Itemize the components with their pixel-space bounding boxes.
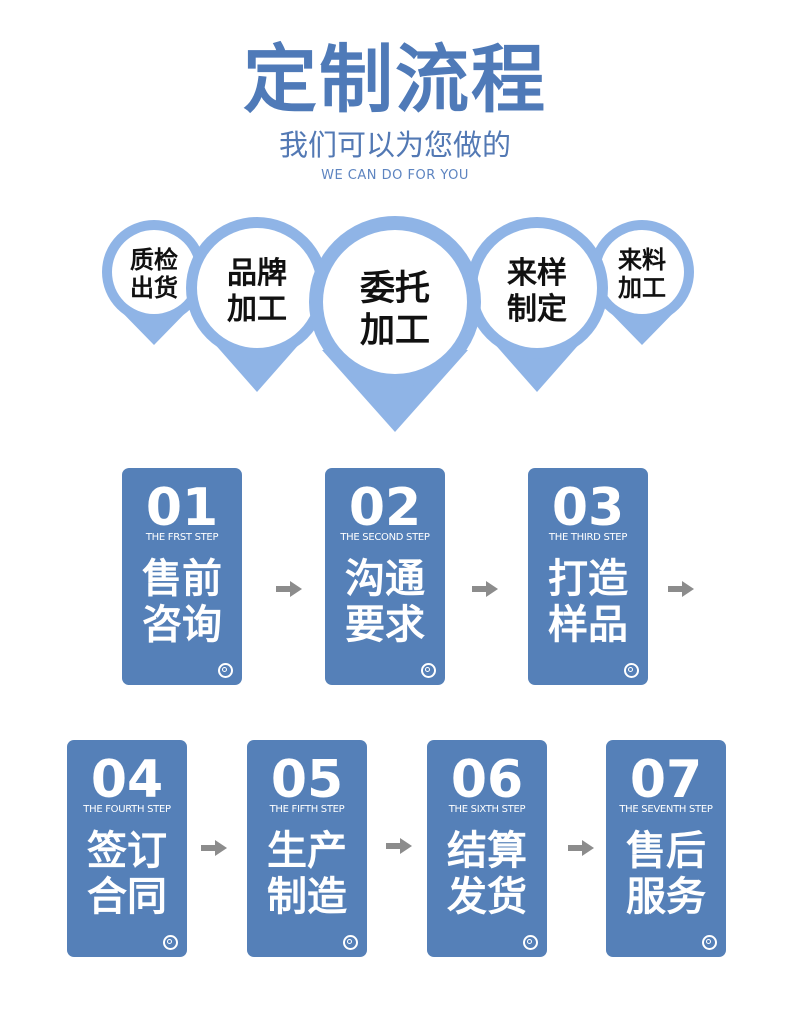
step-english-label: THE SIXTH STEP xyxy=(448,804,526,815)
ring-icon xyxy=(343,935,358,950)
arrow-right-icon xyxy=(472,581,498,597)
arrow-right-icon xyxy=(201,840,227,856)
step-english-label: THE FRST STEP xyxy=(145,532,219,543)
ring-icon xyxy=(523,935,538,950)
step-number: 05 xyxy=(270,750,344,810)
step-title: 打造 样品 xyxy=(548,556,628,648)
step-number: 04 xyxy=(90,750,164,810)
ring-icon xyxy=(218,663,233,678)
step-english-label: THE FOURTH STEP xyxy=(83,804,171,815)
step-number: 01 xyxy=(145,478,219,538)
step-card-01: 01 THE FRST STEP 售前 咨询 xyxy=(122,468,242,685)
step-card-06: 06 THE SIXTH STEP 结算 发货 xyxy=(427,740,547,957)
pin-label-commission-processing: 委托 加工 xyxy=(359,269,430,351)
ring-icon xyxy=(624,663,639,678)
step-english-label: THE SECOND STEP xyxy=(340,532,430,543)
step-number: 07 xyxy=(629,750,703,810)
step-number: 06 xyxy=(450,750,524,810)
step-title: 沟通 要求 xyxy=(345,556,425,648)
page-subtitle: 我们可以为您做的 xyxy=(278,128,511,162)
pin-label-sample-custom: 来样 制定 xyxy=(507,256,567,327)
step-card-05: 05 THE FIFTH STEP 生产 制造 xyxy=(247,740,367,957)
page-subtitle-english: WE CAN DO FOR YOU xyxy=(321,168,469,183)
ring-icon xyxy=(421,663,436,678)
step-title: 售后 服务 xyxy=(626,828,706,920)
arrow-right-icon xyxy=(276,581,302,597)
step-english-label: THE SEVENTH STEP xyxy=(619,804,713,815)
arrow-right-icon xyxy=(568,840,594,856)
step-title: 结算 发货 xyxy=(447,828,527,920)
step-title: 签订 合同 xyxy=(87,828,167,920)
step-card-03: 03 THE THIRD STEP 打造 样品 xyxy=(528,468,648,685)
step-english-label: THE THIRD STEP xyxy=(548,532,628,543)
arrow-right-icon xyxy=(386,838,412,854)
step-card-07: 07 THE SEVENTH STEP 售后 服务 xyxy=(606,740,726,957)
step-english-label: THE FIFTH STEP xyxy=(269,804,345,815)
step-title: 售前 咨询 xyxy=(142,556,222,648)
step-number: 03 xyxy=(551,478,625,538)
pin-label-brand-processing: 品牌 加工 xyxy=(227,256,287,327)
step-title: 生产 制造 xyxy=(267,828,347,920)
ring-icon xyxy=(702,935,717,950)
page-title: 定制流程 xyxy=(243,37,547,123)
pin-label-quality-shipping: 质检 出货 xyxy=(130,246,178,302)
step-card-04: 04 THE FOURTH STEP 签订 合同 xyxy=(67,740,187,957)
pin-label-source-material: 来料 加工 xyxy=(618,246,666,302)
ring-icon xyxy=(163,935,178,950)
step-number: 02 xyxy=(348,478,422,538)
arrow-right-icon xyxy=(668,581,694,597)
step-card-02: 02 THE SECOND STEP 沟通 要求 xyxy=(325,468,445,685)
